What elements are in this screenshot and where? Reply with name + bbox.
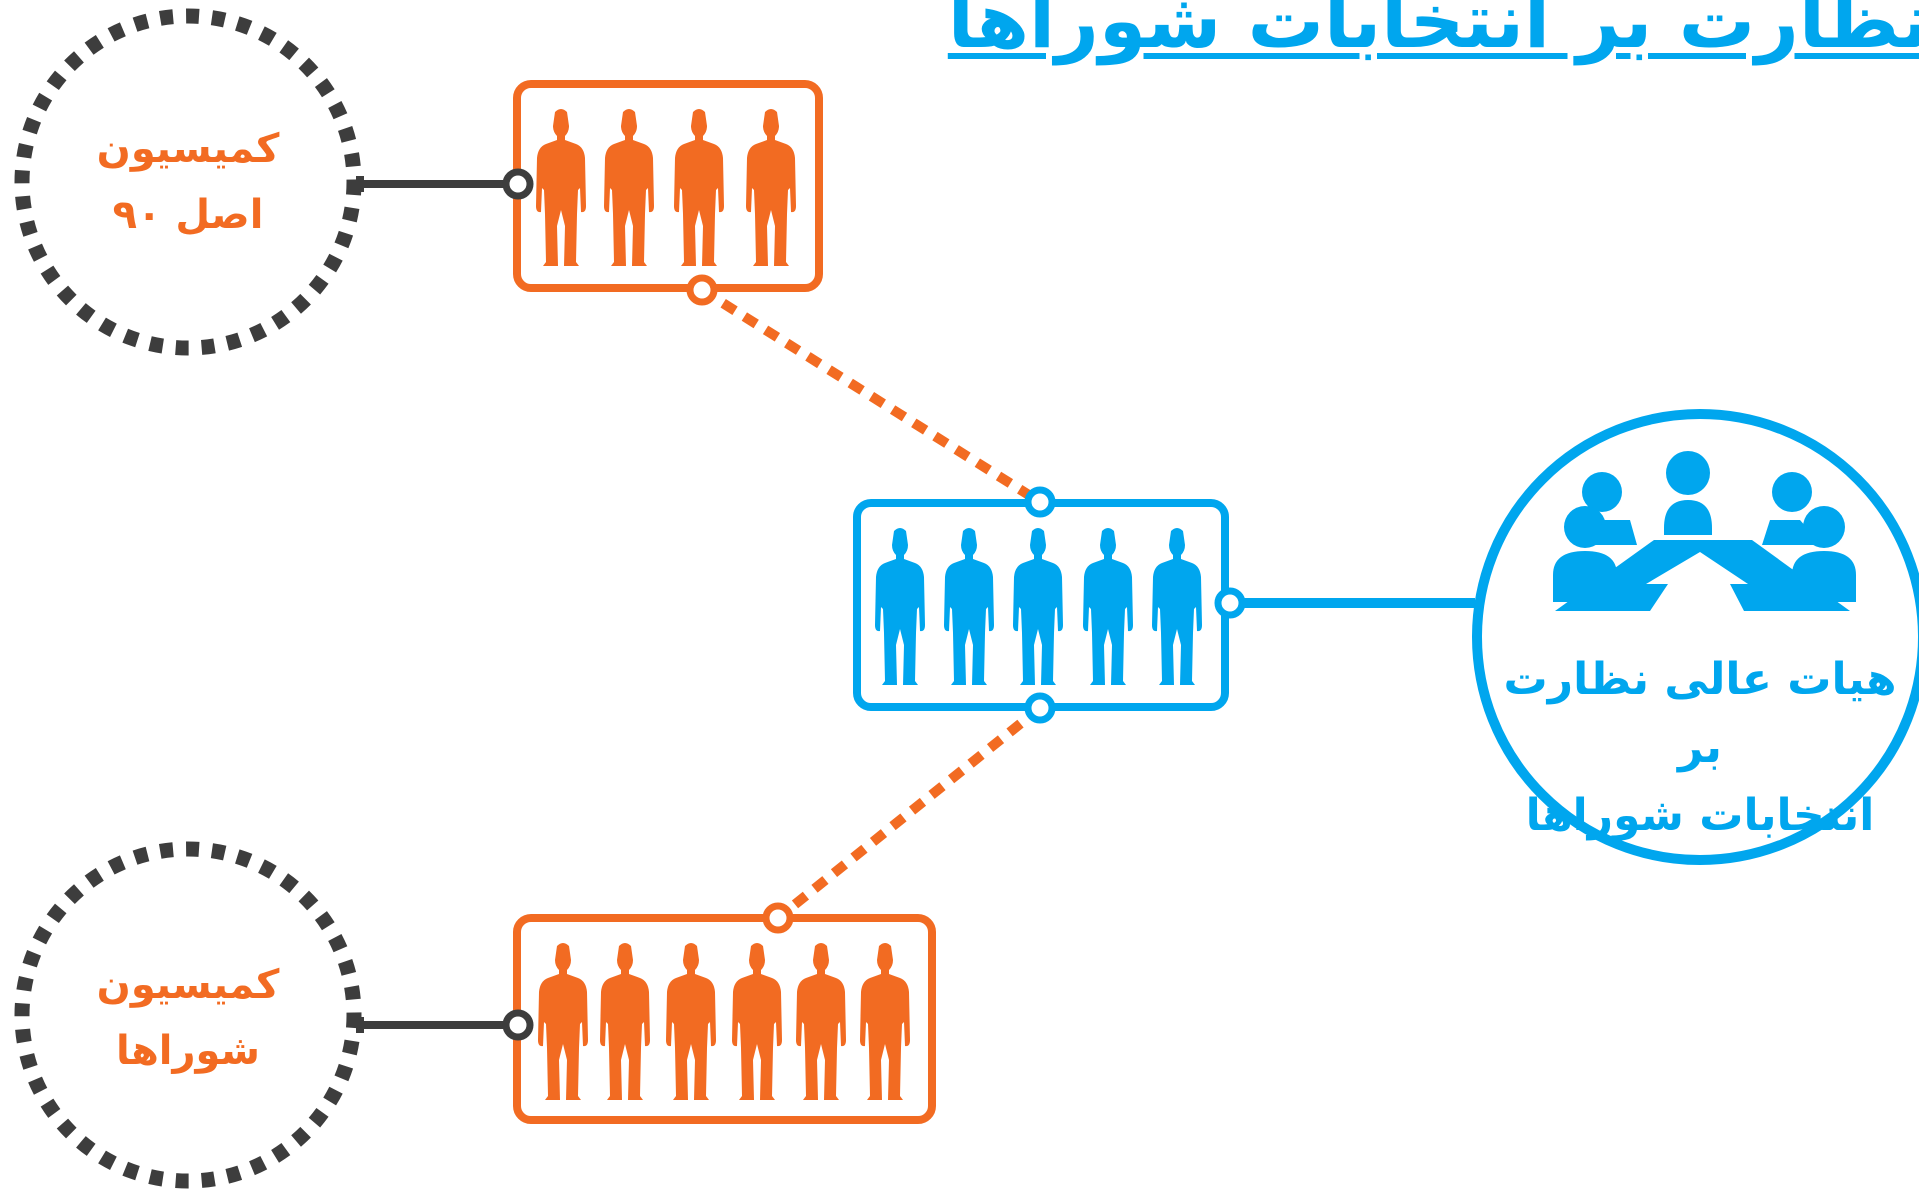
commission-councils-line1: کمیسیون xyxy=(96,962,280,1008)
commission-councils-line2: شوراها xyxy=(116,1028,260,1074)
supreme-board-line1: هیات عالی نظارت بر xyxy=(1503,654,1897,773)
commission-councils-label: کمیسیون شوراها xyxy=(38,952,338,1084)
node-dot xyxy=(1024,692,1056,724)
dotted-link-bottom xyxy=(774,704,1044,922)
node-dot xyxy=(1024,486,1056,518)
node-dot xyxy=(762,902,794,934)
node-dot xyxy=(1214,587,1246,619)
supreme-board-line2: انتخابات شوراها xyxy=(1525,790,1875,841)
commission-article-90-line2: اصل ۹۰ xyxy=(112,192,264,238)
dotted-link-top xyxy=(699,285,1043,507)
commission-article-90-line1: کمیسیون xyxy=(96,126,280,172)
supreme-board-label: هیات عالی نظارت بر انتخابات شوراها xyxy=(1500,646,1900,850)
node-dot xyxy=(502,1009,534,1041)
node-dot xyxy=(686,274,718,306)
commission-article-90-circle xyxy=(14,8,362,356)
node-dot xyxy=(502,168,534,200)
page-title: نظارت بر انتخابات شوراها xyxy=(947,0,1919,65)
commission-councils-circle xyxy=(14,841,362,1189)
commission-article-90-label: کمیسیون اصل ۹۰ xyxy=(38,116,338,248)
meeting-table-highlight xyxy=(1646,552,1748,611)
